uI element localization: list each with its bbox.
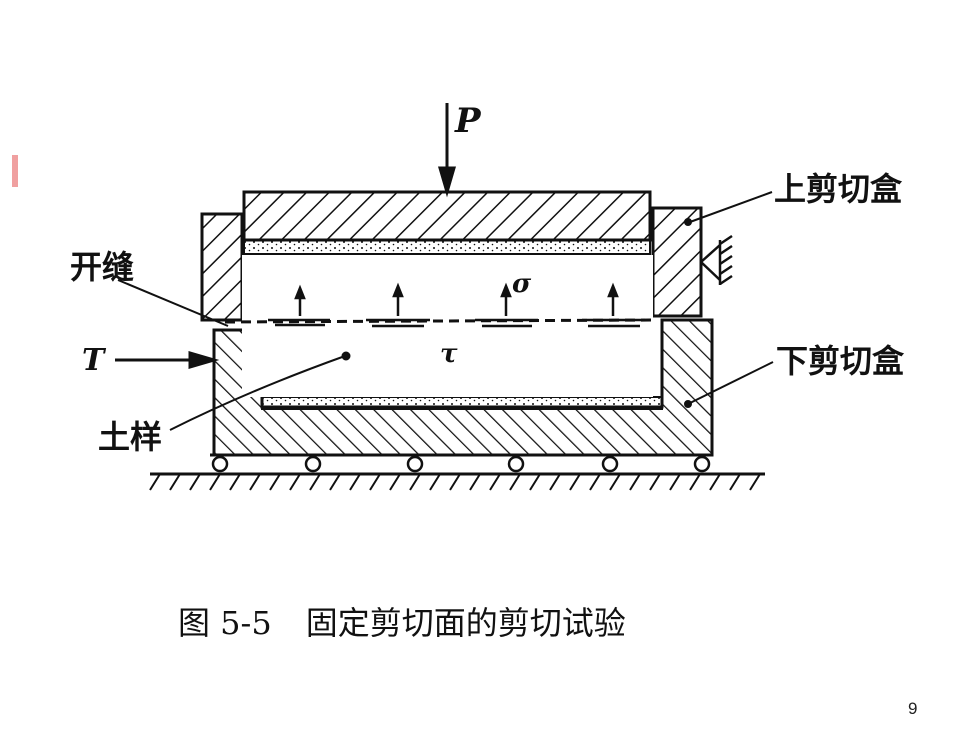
figure-title: 固定剪切面的剪切试验	[305, 604, 626, 642]
ground	[149, 472, 765, 491]
shear-test-diagram: P T σ τ 上剪切盒 开缝 下剪切盒 土样	[70, 101, 905, 491]
slide-accent-mark	[12, 155, 18, 187]
label-t: T	[82, 343, 107, 378]
page-number: 9	[908, 699, 918, 718]
upper-box-right-wall	[651, 206, 703, 318]
figure-caption: 图 5-5 固定剪切面的剪切试验	[168, 598, 626, 644]
load-p-arrow	[438, 103, 456, 198]
label-upper-shear-box: 上剪切盒	[774, 170, 903, 208]
label-gap: 开缝	[70, 248, 134, 286]
loading-piston	[242, 190, 652, 242]
rollers	[210, 453, 712, 473]
upper-box-left-wall	[200, 212, 244, 322]
force-t-arrow	[115, 351, 220, 369]
label-sigma: σ	[512, 269, 532, 299]
figure-number: 图 5-5	[178, 604, 272, 642]
top-porous-stone	[243, 239, 651, 255]
leader-lines	[117, 191, 774, 431]
label-p: P	[454, 101, 482, 141]
stress-arrows	[268, 282, 645, 328]
label-soil-sample: 土样	[98, 418, 162, 456]
bottom-porous-stone	[261, 396, 663, 410]
label-tau: τ	[440, 339, 458, 369]
fixed-support	[700, 234, 733, 286]
label-lower-shear-box: 下剪切盒	[776, 342, 905, 380]
